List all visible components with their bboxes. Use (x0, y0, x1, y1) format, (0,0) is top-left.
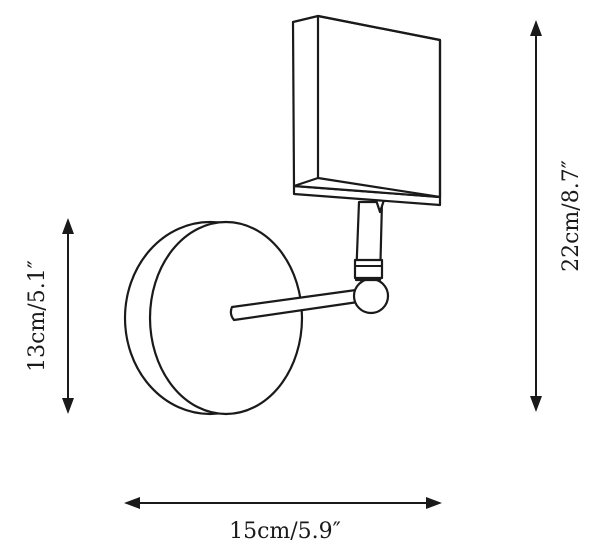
wall-sconce-illustration (123, 14, 442, 416)
backplate-label: 13cm/5.1″ (25, 260, 50, 372)
backplate-dimension: 13cm/5.1″ (25, 218, 74, 414)
vertical-stem (353, 198, 386, 282)
width-dimension: 15cm/5.9″ (124, 497, 442, 544)
square-shade (291, 14, 442, 207)
round-backplate (123, 220, 304, 416)
height-dimension: 22cm/8.7″ (530, 20, 584, 412)
arm-rod (229, 288, 360, 322)
width-label: 15cm/5.9″ (229, 519, 341, 544)
height-label: 22cm/8.7″ (559, 160, 584, 272)
ball-joint (352, 277, 390, 315)
